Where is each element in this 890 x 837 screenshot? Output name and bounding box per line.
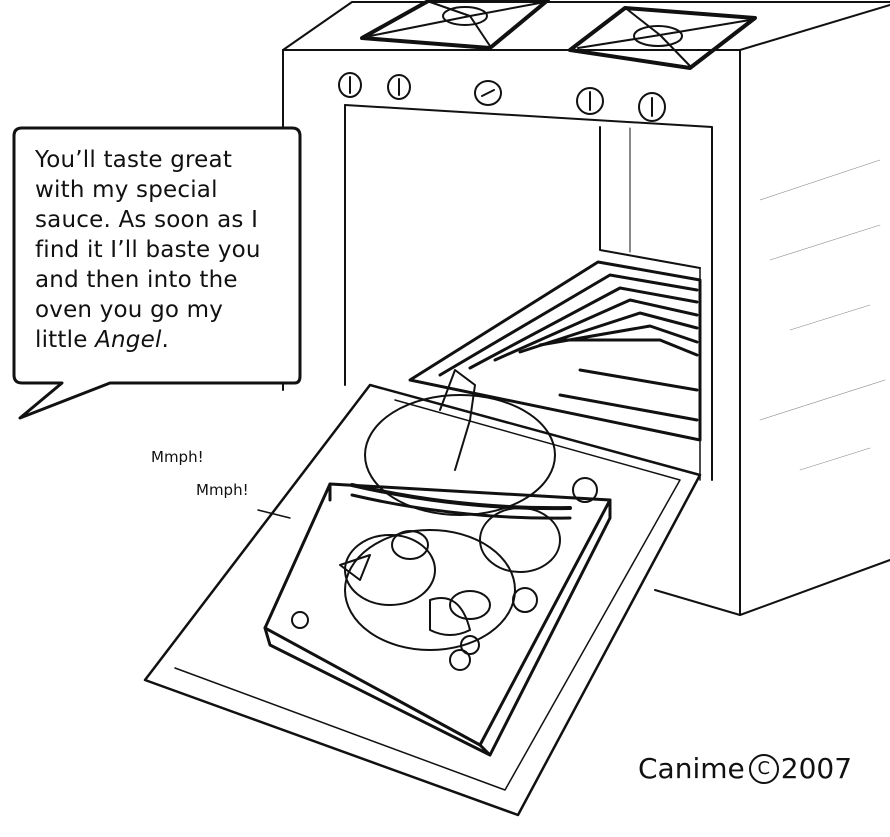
speech-last-prefix: little <box>35 327 96 353</box>
sound-effect-mmph: Mmph! <box>151 448 204 466</box>
speech-line: oven you go my <box>35 297 224 323</box>
burner-left <box>360 0 550 50</box>
artist-signature: Canime C 2007 <box>638 752 852 785</box>
speech-line: You’ll taste great <box>35 147 233 173</box>
speech-bubble-shape <box>12 126 302 420</box>
speech-bubble-text: You’ll taste great with my special sauce… <box>35 145 305 355</box>
artist-name: Canime <box>638 752 745 785</box>
burner-right <box>568 6 757 70</box>
speech-line: with my special <box>35 177 218 203</box>
speech-line: and then into the <box>35 267 238 293</box>
sound-effect-mmph: Mmph! <box>196 481 249 499</box>
control-knobs <box>338 72 666 122</box>
copyright-icon: C <box>748 753 779 784</box>
signature-year: 2007 <box>780 752 853 785</box>
speech-line: sauce. As soon as I <box>35 207 259 233</box>
speech-line: find it I’ll baste you <box>35 237 261 263</box>
speech-last-line: little Angel. <box>35 325 305 355</box>
speech-last-suffix: . <box>161 327 170 353</box>
roasting-pan <box>263 482 612 757</box>
oven-door <box>143 383 702 817</box>
stove-body <box>282 1 890 616</box>
oven-cavity <box>344 104 713 481</box>
trussed-character <box>291 369 598 671</box>
speech-emphasis-name: Angel <box>95 327 162 353</box>
oven-rack <box>408 260 702 442</box>
sound-pointer-line <box>257 509 291 519</box>
